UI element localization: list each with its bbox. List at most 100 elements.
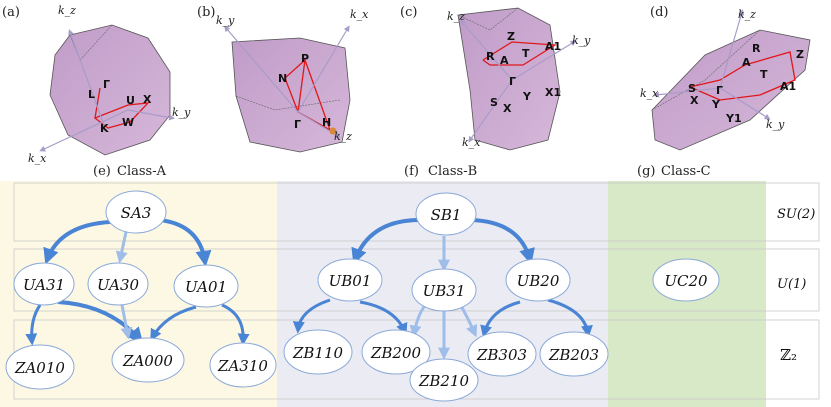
node-zb303-label: ZB303 [476, 346, 527, 364]
axis-c-ky: k_y [572, 34, 591, 47]
class-a-name: Class-A [117, 164, 167, 179]
node-ub20[interactable]: UB20 [505, 258, 571, 302]
axis-b-kz: k_z [334, 130, 352, 143]
arrow-ua01-za000 [150, 305, 197, 342]
node-ua01[interactable]: UA01 [173, 264, 239, 308]
axis-d-ky: k_y [766, 118, 785, 131]
node-ua01-label: UA01 [185, 278, 227, 296]
panel-d: (d) k_z k_x k_y R Z A T A1 S Γ X Y Y1 [640, 5, 811, 151]
node-ub31[interactable]: UB31 [411, 268, 477, 312]
point-d-A1: A1 [780, 80, 796, 93]
node-uc20[interactable]: UC20 [652, 258, 720, 302]
point-c-A1: A1 [545, 40, 561, 53]
class-c-name: Class-C [661, 164, 711, 179]
point-b-P: P [301, 52, 309, 65]
node-ua31[interactable]: UA31 [13, 262, 75, 306]
point-a-gamma: Γ [103, 78, 110, 91]
node-za010-label: ZA010 [14, 359, 65, 377]
point-c-gamma: Γ [509, 75, 516, 88]
node-za310-label: ZA310 [217, 357, 268, 375]
node-ub01[interactable]: UB01 [317, 258, 383, 302]
point-d-gamma: Γ [716, 84, 723, 97]
point-a-L: L [88, 88, 95, 101]
point-b-gamma: Γ [294, 118, 301, 131]
class-b-name: Class-B [428, 164, 477, 179]
node-zb210[interactable]: ZB210 [409, 358, 479, 402]
panel-c-tag: (c) [400, 5, 417, 20]
path-d [689, 51, 796, 101]
node-sb1-label: SB1 [431, 206, 462, 224]
node-ua31-label: UA31 [23, 276, 65, 294]
point-a-U: U [126, 94, 135, 107]
point-c-Y: Y [522, 90, 532, 103]
arrow-ua31-za000 [57, 300, 144, 344]
panel-a: (a) k_z k_x k_y Γ L U X K W [2, 4, 191, 165]
node-ub01-label: UB01 [329, 272, 372, 290]
point-a-X: X [143, 93, 152, 106]
node-za310[interactable]: ZA310 [209, 342, 277, 388]
class-c-tag: (g) [637, 164, 655, 179]
point-d-S: S [688, 82, 696, 95]
node-zb110[interactable]: ZB110 [283, 329, 353, 375]
point-d-X: X [690, 94, 699, 107]
class-b-tag: (f) [404, 164, 419, 179]
zone-d-solid [651, 29, 811, 151]
point-c-T: T [522, 47, 530, 60]
point-c-X1: X1 [545, 86, 561, 99]
row-label-su2: SU(2) [777, 207, 815, 222]
node-zb200-label: ZB200 [370, 344, 422, 362]
axis-c-kx: k_x [462, 136, 481, 149]
node-zb303[interactable]: ZB303 [467, 331, 537, 377]
panel-b-tag: (b) [197, 5, 215, 20]
point-a-W: W [122, 116, 134, 129]
panel-a-tag: (a) [2, 5, 20, 20]
point-c-A: A [500, 54, 509, 67]
panel-d-tag: (d) [650, 5, 668, 20]
node-sb1[interactable]: SB1 [415, 192, 477, 236]
node-uc20-label: UC20 [664, 272, 708, 290]
node-zb210-label: ZB210 [418, 372, 470, 390]
point-d-Y1: Y1 [725, 112, 742, 125]
arrow-ub20-zb303 [480, 300, 521, 338]
panel-c: (c) k_z k_y k_x Z A R T A1 Γ S X Y X1 [400, 5, 591, 151]
point-d-T: T [760, 68, 768, 81]
node-ua30-label: UA30 [97, 276, 140, 294]
path-a [94, 87, 150, 129]
point-c-Z: Z [507, 30, 515, 43]
node-sa3[interactable]: SA3 [105, 190, 167, 234]
arrow-ua30-za000 [120, 304, 133, 340]
point-d-R: R [752, 42, 761, 55]
node-za000[interactable]: ZA000 [111, 337, 185, 383]
point-a-K: K [100, 122, 109, 135]
axis-a-ky: k_y [172, 106, 191, 119]
arrow-ub01-zb110 [292, 298, 331, 334]
panel-b: (b) k_y k_x k_z P N Γ H [197, 5, 369, 153]
axis-a-kx: k_x [28, 152, 47, 165]
node-zb203-label: ZB203 [548, 346, 599, 364]
arrows-class-a [25, 218, 250, 346]
node-zb110-label: ZB110 [292, 344, 344, 362]
point-c-S: S [490, 96, 498, 109]
axis-d-kz: k_z [738, 8, 756, 21]
node-zb203[interactable]: ZB203 [539, 331, 609, 377]
point-d-A: A [742, 56, 751, 69]
node-zb200[interactable]: ZB200 [361, 329, 431, 375]
node-ub20-label: UB20 [517, 272, 560, 290]
arrow-ua01-za310 [221, 303, 250, 346]
axis-a-kz: k_z [58, 4, 76, 17]
node-za010[interactable]: ZA010 [5, 344, 75, 390]
point-b-N: N [278, 72, 287, 85]
node-sa3-label: SA3 [121, 204, 152, 222]
class-a-tag: (e) [93, 164, 111, 179]
node-ub31-label: UB31 [423, 282, 466, 300]
point-b-H: H [322, 116, 331, 129]
arrow-sb1-ub01 [351, 218, 421, 265]
node-ua30[interactable]: UA30 [87, 262, 149, 306]
arrow-sa3-ua30 [115, 231, 128, 264]
arrow-ub01-zb200 [359, 300, 408, 336]
point-d-Z: Z [796, 48, 804, 61]
axis-b-ky: k_y [216, 14, 235, 27]
axis-c-kz: k_z [447, 10, 465, 23]
arrow-sa3-ua01 [159, 218, 212, 267]
